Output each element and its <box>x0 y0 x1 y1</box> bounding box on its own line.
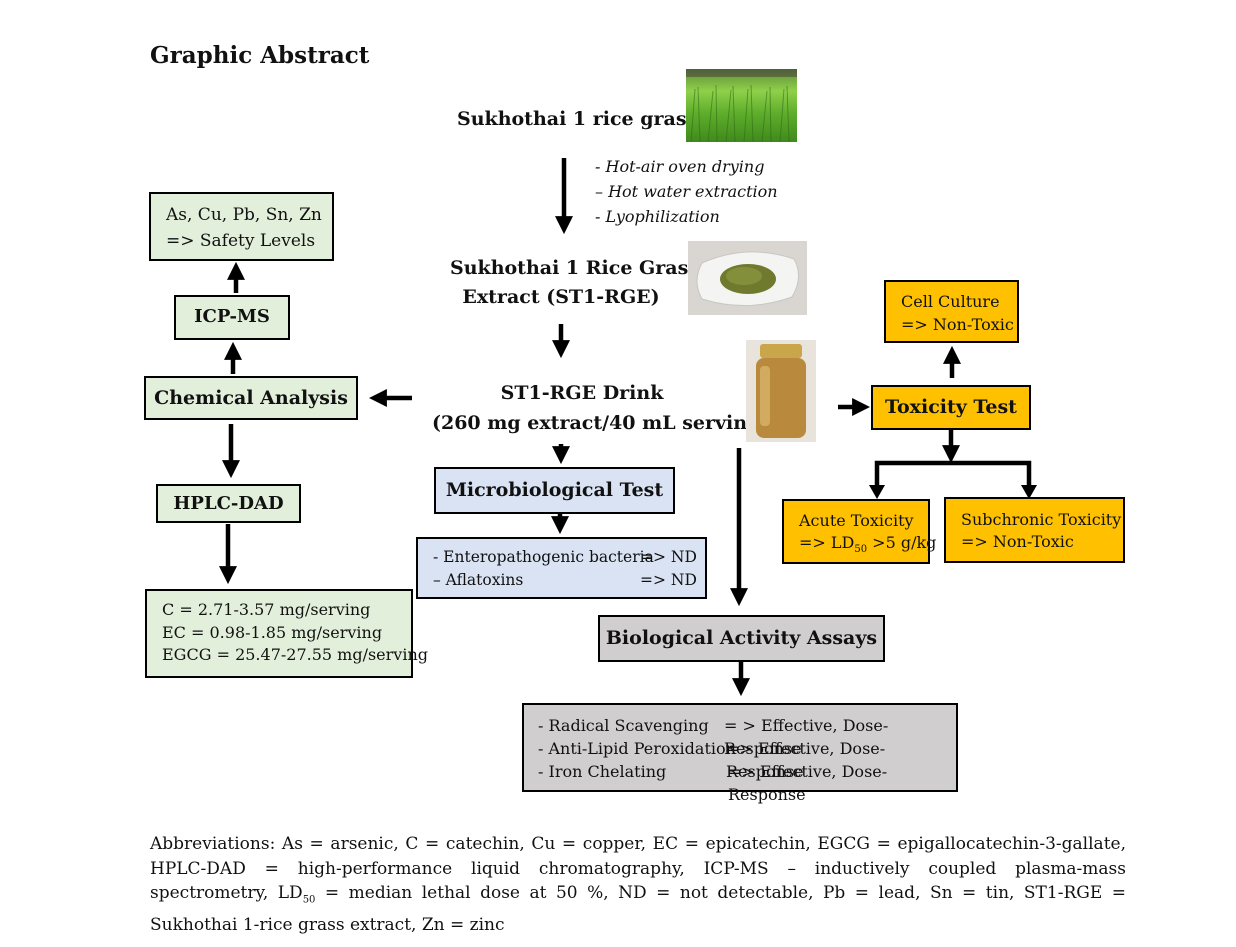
jar-icon <box>756 344 806 438</box>
rice-field-image <box>686 69 797 142</box>
bio-result-row: - Radical Scavenging = > Effective, Dose… <box>538 716 889 758</box>
powder-plate-icon <box>696 251 799 306</box>
hplc-box: HPLC-DAD <box>156 484 301 523</box>
catechin-result: C = 2.71-3.57 mg/serving <box>162 600 371 619</box>
bio-results-box: - Radical Scavenging = > Effective, Dose… <box>522 703 958 804</box>
micro-test-box: Microbiological Test <box>434 467 675 514</box>
drink-label: ST1-RGE Drink (260 mg extract/40 mL serv… <box>432 382 770 434</box>
metals-box: As, Cu, Pb, Sn, Zn => Safety Levels <box>149 192 334 261</box>
extract-label: Sukhothai 1 Rice Grass Extract (ST1-RGE) <box>450 257 699 308</box>
process-step: - Lyophilization <box>595 207 720 226</box>
micro-results-box: - Enteropathogenic bacteria => ND – Afla… <box>416 537 707 599</box>
bio-assays-box: Biological Activity Assays <box>598 615 885 662</box>
process-step: – Hot water extraction <box>595 182 778 201</box>
chemical-analysis-box: Chemical Analysis <box>144 376 358 420</box>
catechin-result: EGCG = 25.47-27.55 mg/serving <box>162 645 428 664</box>
acute-toxicity-result: => LD50 >5 g/kg <box>799 533 937 556</box>
bio-result-row: - Anti-Lipid Peroxidation => Effective, … <box>538 739 886 781</box>
extract-powder-image <box>688 241 807 315</box>
process-step: - Hot-air oven drying <box>595 157 765 176</box>
abbreviations-text: Abbreviations: As = arsenic, C = catechi… <box>150 834 1126 935</box>
source-label: Sukhothai 1 rice grass <box>457 108 698 130</box>
toxicity-test-box: Toxicity Test <box>871 385 1031 430</box>
catechin-result: EC = 0.98-1.85 mg/serving <box>162 622 383 642</box>
grass-blades-icon <box>686 69 797 142</box>
page-title: Graphic Abstract <box>150 42 370 69</box>
bio-result-row: - Iron Chelating => Effective, Dose-Resp… <box>538 762 888 804</box>
tox-branch-line <box>874 460 1032 492</box>
catechins-box: C = 2.71-3.57 mg/serving EC = 0.98-1.85 … <box>145 589 428 678</box>
micro-result-row: - Enteropathogenic bacteria => ND <box>433 548 697 566</box>
icpms-box: ICP-MS <box>174 295 290 340</box>
process-steps: - Hot-air oven drying – Hot water extrac… <box>595 154 778 229</box>
cell-culture-box: Cell Culture => Non-Toxic <box>884 280 1019 343</box>
acute-toxicity-box: Acute Toxicity => LD50 >5 g/kg <box>782 499 937 564</box>
drink-jar-image <box>746 340 816 442</box>
micro-result-row: – Aflatoxins => ND <box>433 571 697 589</box>
subchronic-toxicity-box: Subchronic Toxicity => Non-Toxic <box>944 497 1125 563</box>
